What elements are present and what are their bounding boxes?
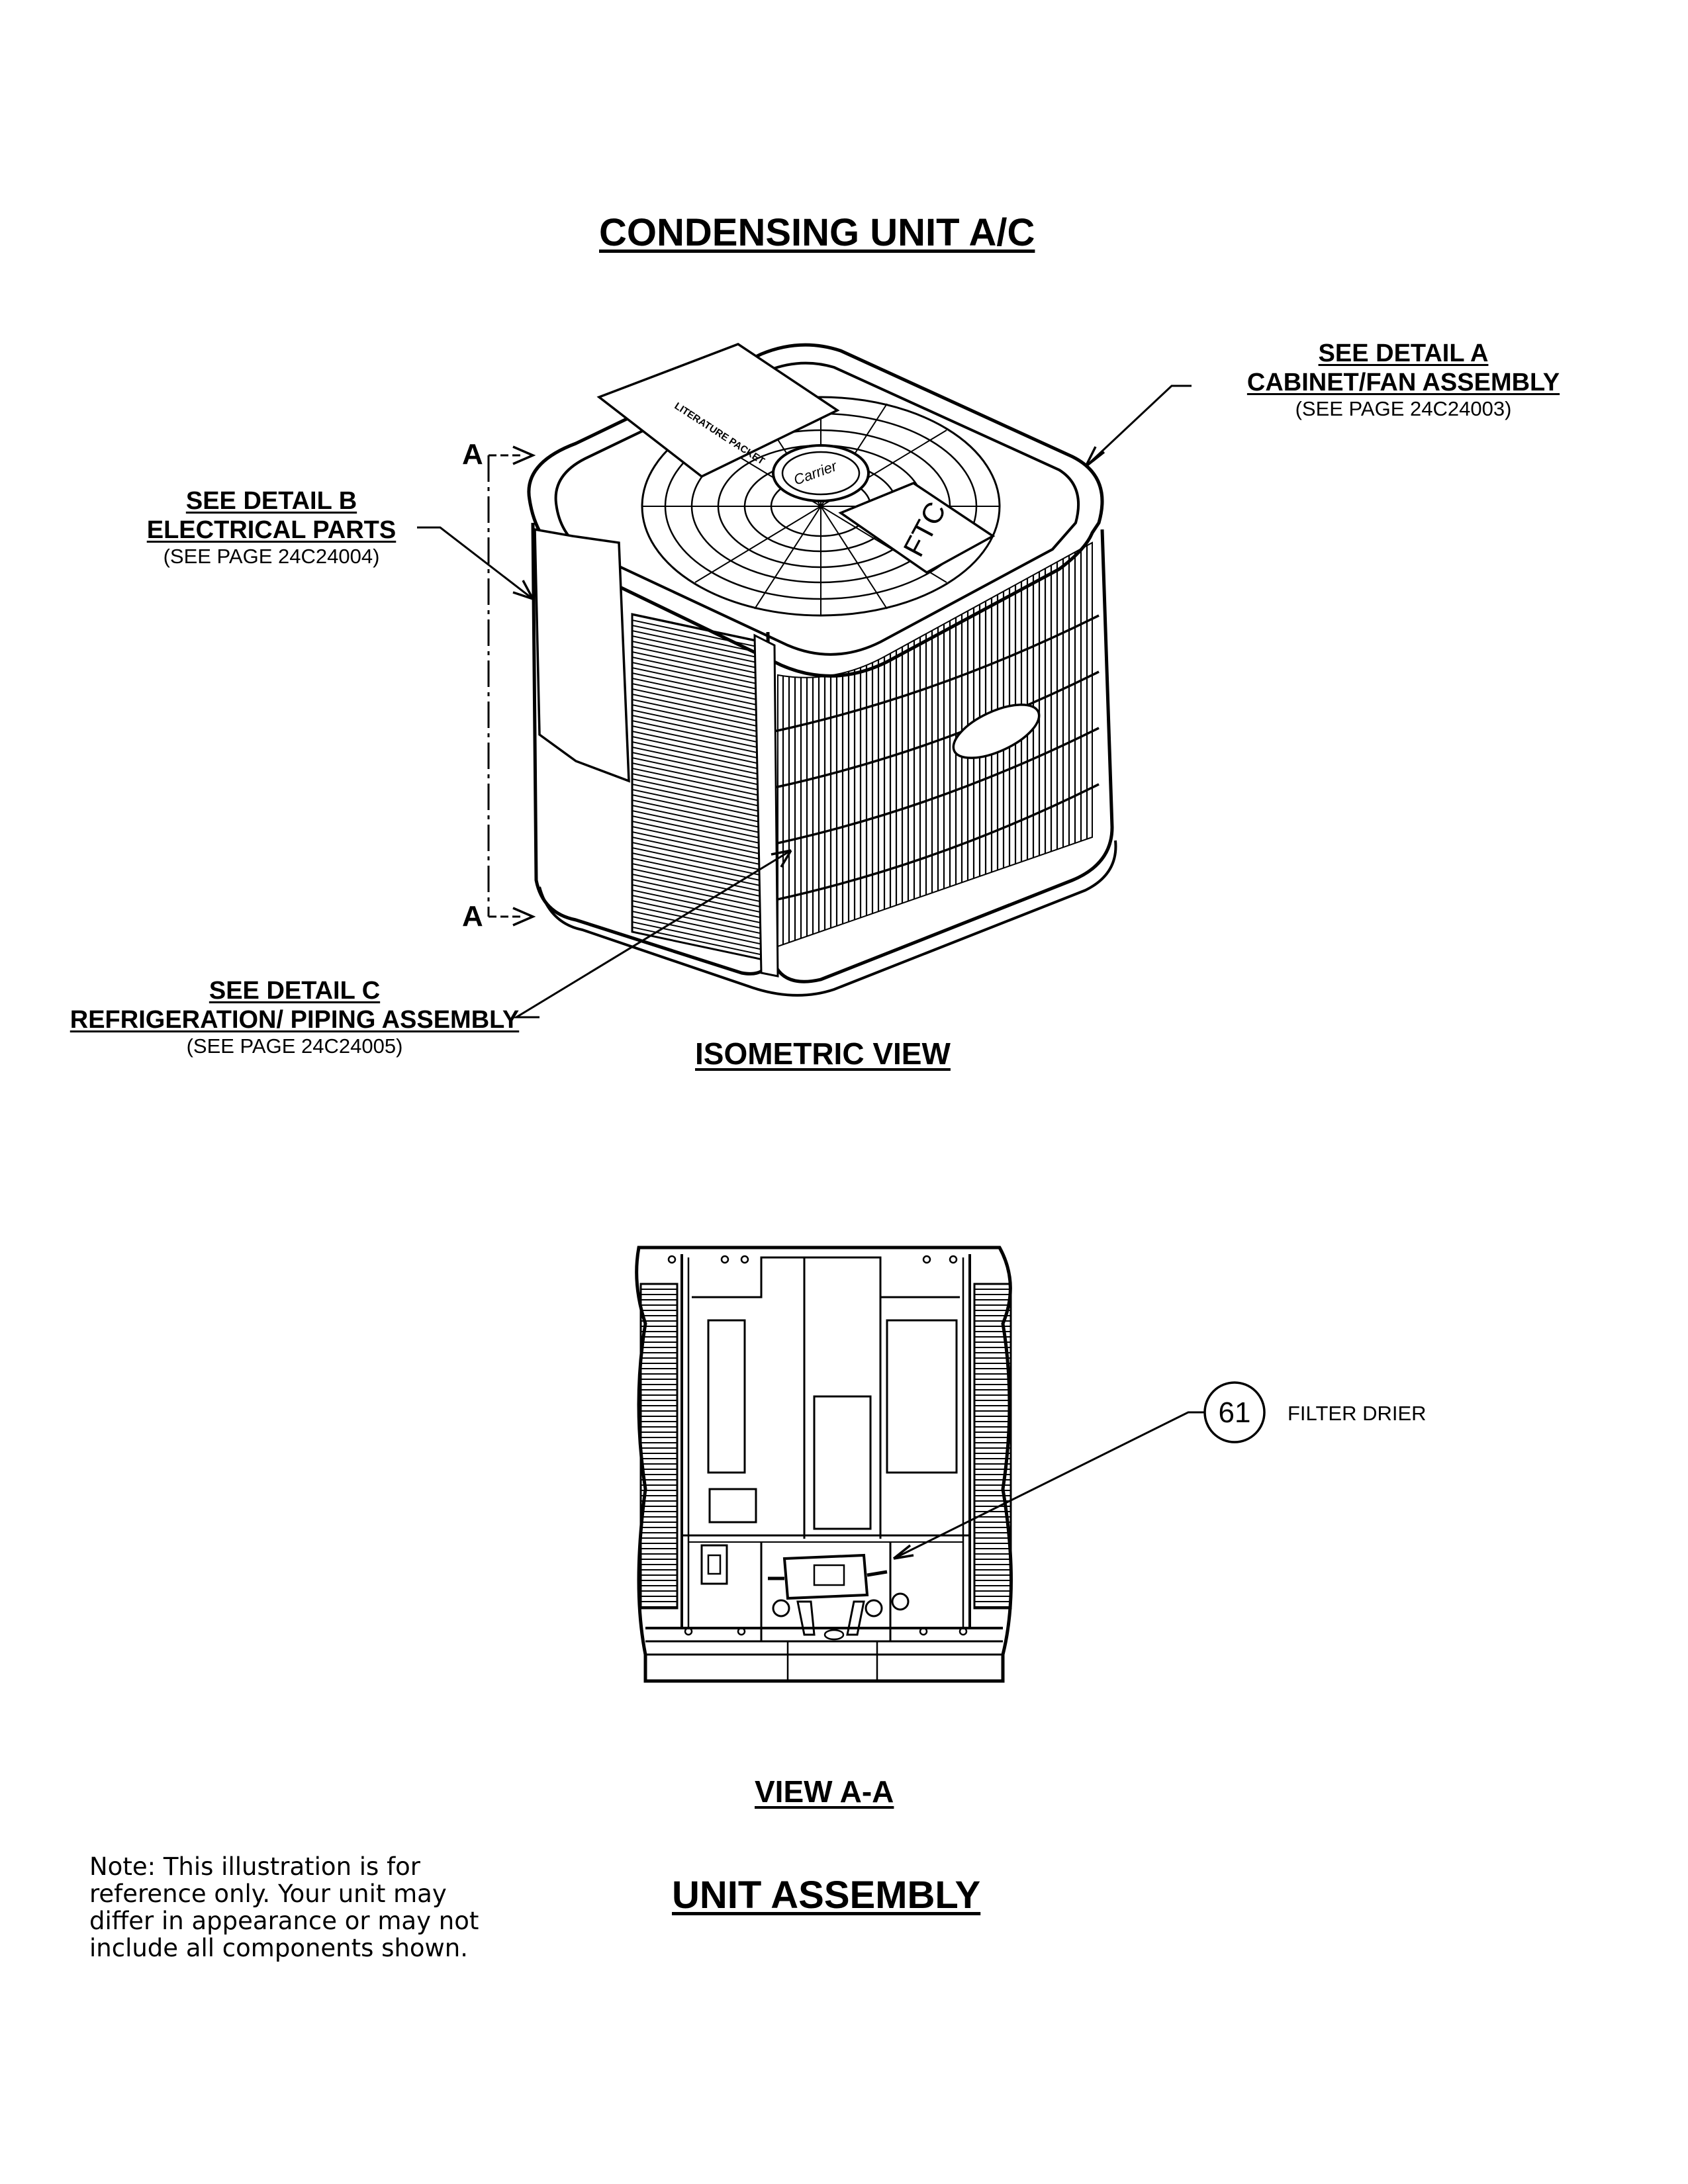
section-a-a-marker	[487, 445, 536, 927]
part-61-leader	[892, 1381, 1266, 1560]
detail-a-heading: SEE DETAIL A	[1318, 340, 1489, 367]
part-61-name: FILTER DRIER	[1288, 1402, 1427, 1425]
detail-b-name: ELECTRICAL PARTS	[146, 516, 397, 544]
callout-detail-b: SEE DETAIL B ELECTRICAL PARTS (SEE PAGE …	[113, 486, 430, 569]
detail-c-name: REFRIGERATION/ PIPING ASSEMBLY	[70, 1006, 520, 1034]
detail-a-ref: (SEE PAGE 24C24003)	[1295, 397, 1512, 420]
section-marker-top: A	[462, 438, 483, 471]
isometric-view-label: ISOMETRIC VIEW	[695, 1036, 951, 1071]
detail-c-ref: (SEE PAGE 24C24005)	[186, 1034, 403, 1058]
callout-detail-a: SEE DETAIL A CABINET/FAN ASSEMBLY (SEE P…	[1205, 339, 1602, 421]
part-61-balloon	[1203, 1381, 1266, 1443]
detail-b-ref: (SEE PAGE 24C24004)	[163, 545, 380, 568]
isometric-unit	[527, 343, 1117, 997]
view-a-a-label: VIEW A-A	[755, 1774, 894, 1809]
section-marker-bottom: A	[462, 900, 483, 933]
unit-assembly-label: UNIT ASSEMBLY	[672, 1874, 981, 1917]
callout-detail-c: SEE DETAIL C REFRIGERATION/ PIPING ASSEM…	[46, 976, 543, 1058]
detail-a-name: CABINET/FAN ASSEMBLY	[1246, 369, 1560, 396]
reference-note: Note: This illustration is for reference…	[89, 1852, 479, 1962]
page-title: CONDENSING UNIT A/C	[599, 211, 1035, 254]
leader-lines	[417, 385, 1192, 1019]
detail-c-heading: SEE DETAIL C	[209, 977, 381, 1005]
detail-b-heading: SEE DETAIL B	[185, 487, 357, 515]
view-a-a-unit	[635, 1246, 1013, 1683]
part-61-number: 61	[1218, 1396, 1251, 1429]
